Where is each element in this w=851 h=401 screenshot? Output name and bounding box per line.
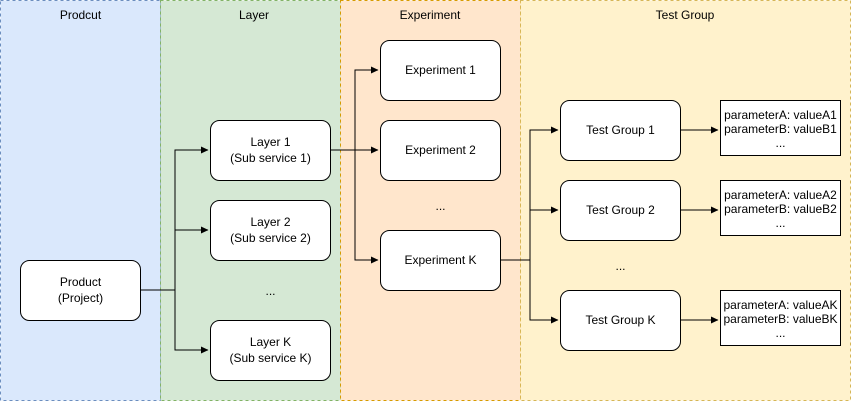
edge-product-layer-1 <box>140 146 209 291</box>
product-node-box <box>20 260 141 321</box>
params-box-1-frame <box>720 100 841 156</box>
product-node: Product (Project) <box>20 260 141 321</box>
params-box-1-line-1: parameterA: valueA1 <box>724 108 837 122</box>
test-group-node-k: Test Group K <box>560 290 681 351</box>
product-node-subtitle: (Project) <box>58 291 103 305</box>
layer-node-k-subtitle: (Sub service K) <box>229 351 311 365</box>
layer-node-k-box <box>210 320 331 381</box>
experiment-node-2-label: Experiment 2 <box>405 143 476 157</box>
params-box-2-frame <box>720 180 841 236</box>
layer-node-1-box <box>210 120 331 181</box>
params-box-k-line-3: ... <box>775 326 785 340</box>
test-group-node-k-box <box>560 290 681 351</box>
params-box-2: parameterA: valueA2 parameterB: valueB2 … <box>720 180 841 236</box>
edge-experimentk-test-group-k <box>529 260 559 324</box>
experiment-node-2: Experiment 2 <box>380 120 501 181</box>
test-group-node-1-label: Test Group 1 <box>586 123 655 137</box>
edge-layer1-experiment-1 <box>354 66 379 150</box>
params-box-k-line-2: parameterB: valueBK <box>723 312 837 326</box>
layer-node-2-box <box>210 200 331 261</box>
layer-node-2: Layer 2 (Sub service 2) <box>210 200 331 261</box>
lane-experiment-title: Experiment <box>400 8 461 22</box>
params-box-1: parameterA: valueA1 parameterB: valueB1 … <box>720 100 841 156</box>
test-group-node-k-label: Test Group K <box>585 313 655 327</box>
layer-node-k: Layer K (Sub service K) <box>210 320 331 381</box>
lane-product-bg <box>0 0 161 401</box>
params-box-k-line-1: parameterA: valueAK <box>723 298 837 312</box>
lane-product: Prodcut <box>0 0 161 401</box>
test-group-node-1-box <box>560 100 681 161</box>
params-box-2-line-3: ... <box>775 216 785 230</box>
params-box-1-line-2: parameterB: valueB1 <box>724 122 837 136</box>
params-box-2-line-1: parameterA: valueA2 <box>724 188 837 202</box>
layer-node-2-title: Layer 2 <box>250 215 290 229</box>
params-box-1-line-3: ... <box>775 136 785 150</box>
edge-layer1-experiment-k <box>354 150 379 264</box>
params-box-k: parameterA: valueAK parameterB: valueBK … <box>720 290 841 346</box>
experiment-node-k-box <box>380 230 501 291</box>
edge-experimentk-test-group-1 <box>500 126 559 261</box>
experiment-node-1: Experiment 1 <box>380 40 501 101</box>
layer-node-k-title: Layer K <box>250 335 291 349</box>
test-group-node-1: Test Group 1 <box>560 100 681 161</box>
product-node-title: Product <box>60 275 102 289</box>
test-group-node-2: Test Group 2 <box>560 180 681 241</box>
layer-node-1-subtitle: (Sub service 1) <box>230 151 311 165</box>
edges <box>140 66 719 354</box>
edge-product-layer-k <box>174 290 209 354</box>
experiment-node-1-box <box>380 40 501 101</box>
layer-node-1: Layer 1 (Sub service 1) <box>210 120 331 181</box>
lane-layer-title: Layer <box>239 8 269 22</box>
params-box-2-line-2: parameterB: valueB2 <box>724 202 837 216</box>
lane-product-title: Prodcut <box>60 8 102 22</box>
layers-ellipsis: ... <box>265 284 275 298</box>
experiments-ellipsis: ... <box>435 199 445 213</box>
layer-node-2-subtitle: (Sub service 2) <box>230 231 311 245</box>
test-group-node-2-label: Test Group 2 <box>586 203 655 217</box>
test-group-node-2-box <box>560 180 681 241</box>
lane-test-group-title: Test Group <box>656 8 715 22</box>
test-groups-ellipsis: ... <box>615 259 625 273</box>
experiment-node-1-label: Experiment 1 <box>405 63 476 77</box>
params-box-k-frame <box>720 290 841 346</box>
experiment-node-k-label: Experiment K <box>404 253 476 267</box>
layer-node-1-title: Layer 1 <box>250 135 290 149</box>
experiment-node-2-box <box>380 120 501 181</box>
experiment-node-k: Experiment K <box>380 230 501 291</box>
